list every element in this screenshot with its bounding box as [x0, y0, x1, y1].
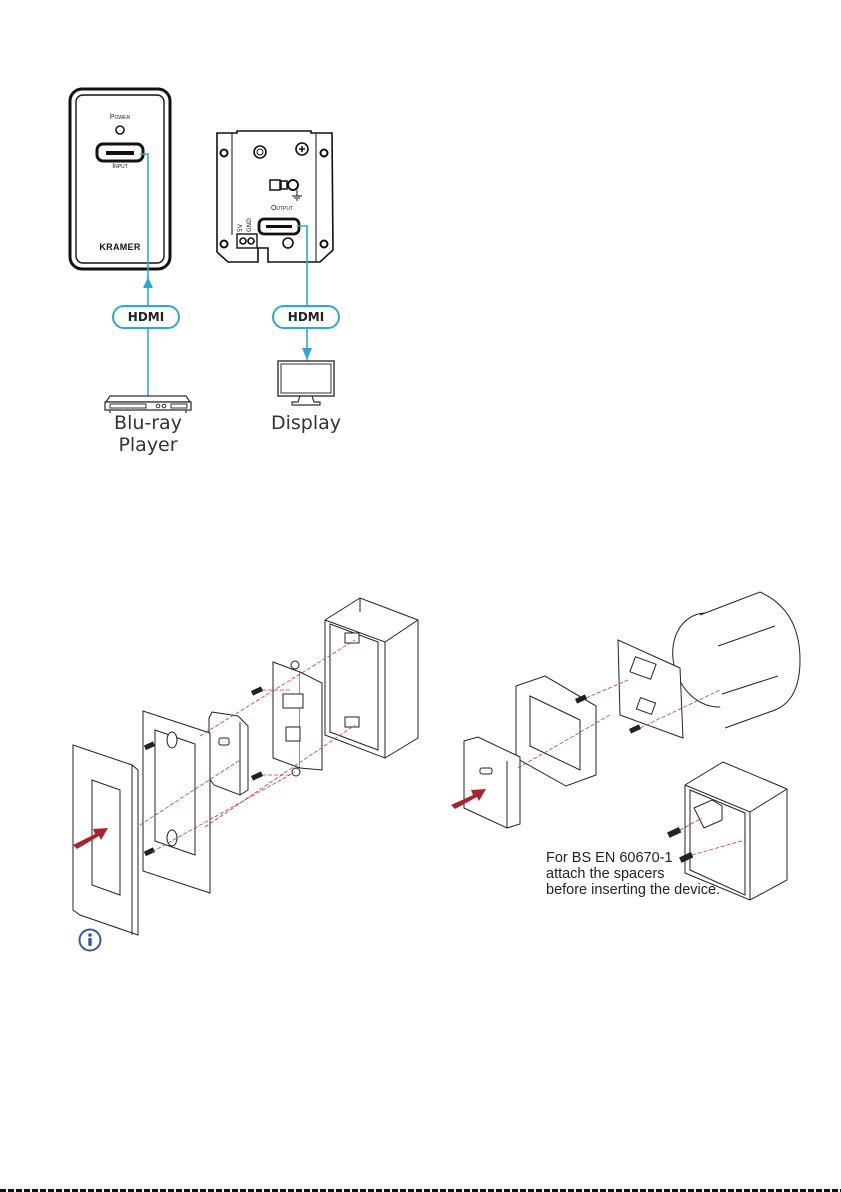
eu-frame: [516, 676, 596, 786]
spacer-note-line3: before inserting the device.: [546, 882, 766, 898]
us-device-module: [273, 661, 322, 776]
us-decora-exploded-view: [73, 598, 418, 935]
eu-transmitter-front: [464, 737, 520, 828]
spacer-note: For BS EN 60670-1 attach the spacers bef…: [546, 850, 766, 898]
us-mounting-plate: [143, 711, 210, 893]
us-decora-frame: [73, 745, 138, 935]
spacer-note-line1: For BS EN 60670-1: [546, 850, 766, 866]
info-icon: [78, 928, 102, 952]
spacer-note-line2: attach the spacers: [546, 866, 766, 882]
us-transmitter-front: [209, 712, 248, 795]
us-back-box: [325, 598, 418, 758]
